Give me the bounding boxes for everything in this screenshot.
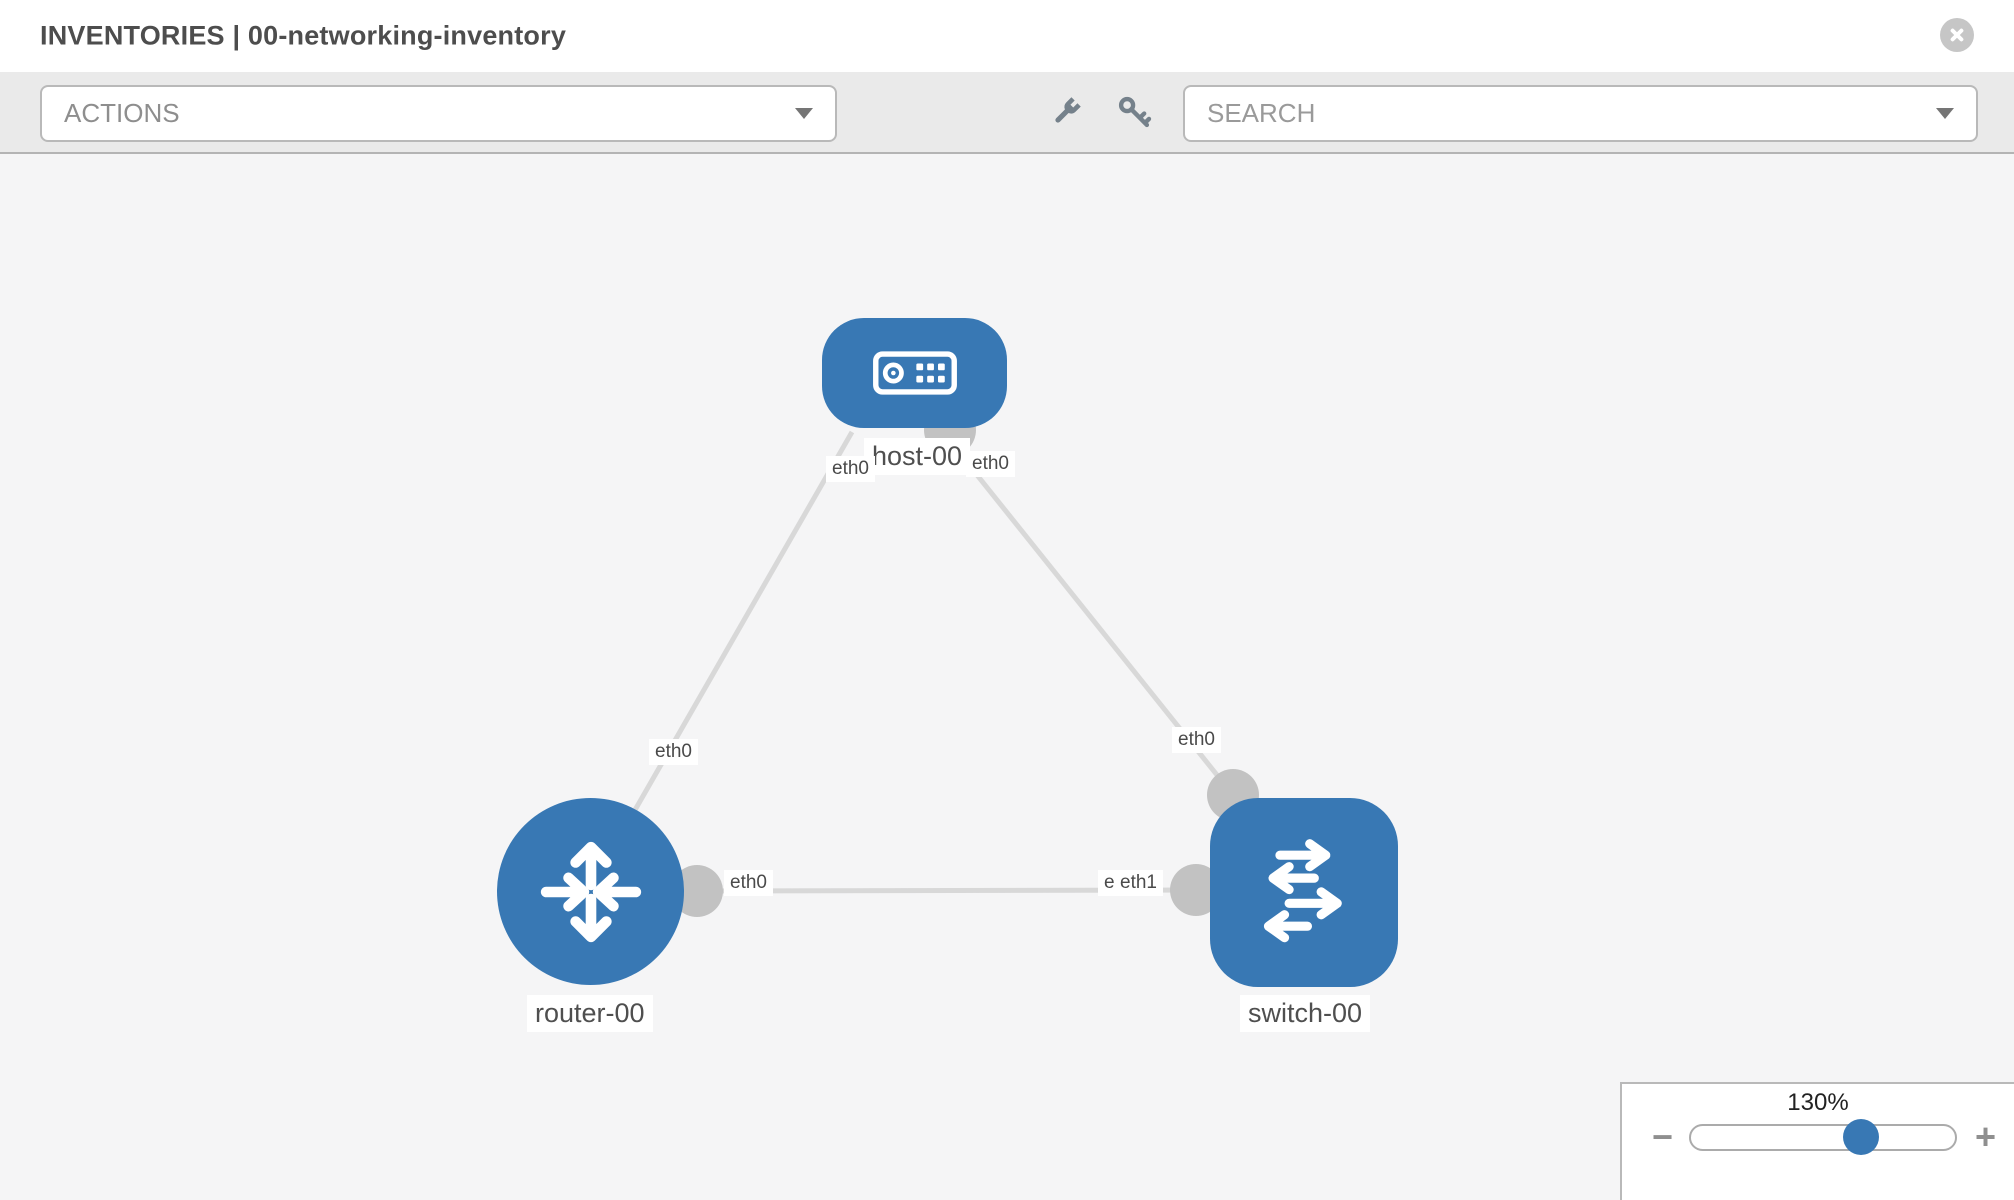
zoom-slider-track[interactable] bbox=[1689, 1119, 1958, 1155]
iface-label-router-to-switch: eth0 bbox=[724, 870, 773, 896]
node-switch-00[interactable] bbox=[1210, 798, 1398, 987]
actions-dropdown-label: ACTIONS bbox=[64, 98, 180, 128]
topology-canvas[interactable]: host-00 router-00 switch-00 eth0 eth0 et… bbox=[0, 154, 2014, 1200]
switch-icon bbox=[1263, 838, 1342, 942]
zoom-in-button[interactable]: + bbox=[1975, 1116, 1997, 1157]
zoom-panel: 130% − + bbox=[1620, 1082, 2014, 1200]
search-input[interactable] bbox=[1185, 87, 1936, 140]
zoom-out-button[interactable]: − bbox=[1652, 1116, 1674, 1157]
tools-button[interactable] bbox=[1048, 94, 1084, 130]
iface-label-switch-to-host: eth0 bbox=[1172, 727, 1221, 753]
node-label-host-00: host-00 bbox=[864, 438, 971, 476]
key-icon bbox=[1118, 96, 1152, 128]
router-icon bbox=[540, 841, 641, 942]
topology-edges bbox=[632, 404, 1259, 917]
header: INVENTORIES | 00-networking-inventory bbox=[0, 0, 2014, 72]
iface-label-switch-to-router: eth1 bbox=[1114, 870, 1163, 896]
actions-dropdown[interactable]: ACTIONS bbox=[40, 85, 837, 142]
chevron-down-icon bbox=[795, 108, 813, 119]
node-router-00[interactable] bbox=[497, 798, 684, 985]
chevron-down-icon bbox=[1936, 108, 1954, 119]
iface-label-router-to-host: eth0 bbox=[649, 739, 698, 765]
page-title: INVENTORIES | 00-networking-inventory bbox=[40, 20, 567, 51]
wrench-icon bbox=[1055, 97, 1081, 123]
toolbar: ACTIONS bbox=[0, 72, 2014, 154]
node-label-switch-00: switch-00 bbox=[1240, 995, 1371, 1033]
iface-label-host-right: eth0 bbox=[966, 451, 1015, 477]
host-icon bbox=[872, 351, 957, 395]
key-button[interactable] bbox=[1116, 94, 1152, 130]
close-icon bbox=[1950, 28, 1964, 42]
zoom-percent-label: 130% bbox=[1787, 1089, 1849, 1116]
node-host-00[interactable] bbox=[822, 318, 1007, 428]
search-dropdown[interactable] bbox=[1183, 85, 1978, 142]
node-label-router-00: router-00 bbox=[527, 995, 653, 1033]
interface-connector-router bbox=[671, 865, 723, 917]
interface-connector-switch-left bbox=[1170, 864, 1222, 916]
close-button[interactable] bbox=[1940, 18, 1974, 52]
iface-label-host-left: eth0 bbox=[826, 456, 875, 482]
zoom-slider-thumb[interactable] bbox=[1843, 1119, 1880, 1155]
